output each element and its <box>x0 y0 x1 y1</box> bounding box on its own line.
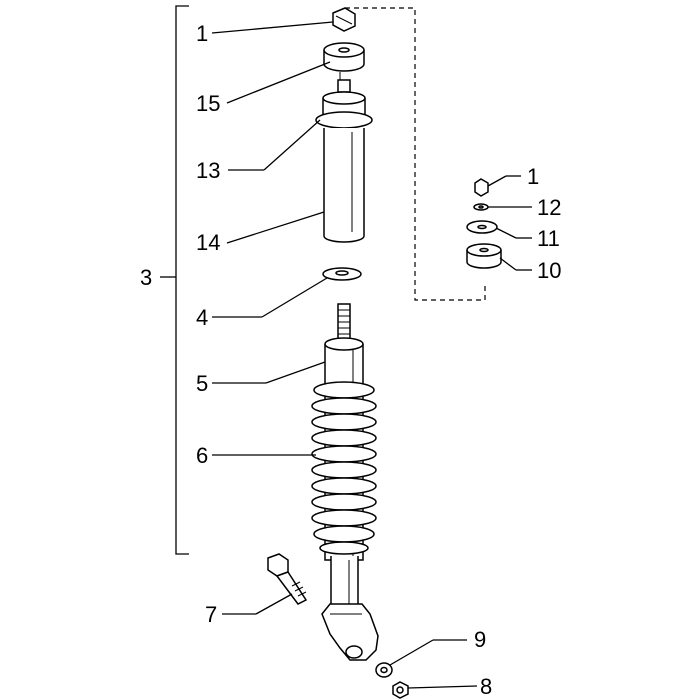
leader-lines <box>211 21 532 689</box>
coil-spring <box>311 381 377 555</box>
label-part-13: 13 <box>196 158 220 183</box>
label-part-5: 5 <box>196 371 208 396</box>
label-part-8: 8 <box>480 674 492 699</box>
rubber-bushing <box>323 42 365 80</box>
label-part-1-right: 1 <box>527 164 539 189</box>
label-part-14: 14 <box>196 230 220 255</box>
label-part-6: 6 <box>196 443 208 468</box>
threaded-rod <box>337 303 351 341</box>
lower-washer <box>375 662 393 678</box>
label-part-10: 10 <box>537 258 561 283</box>
label-part-3: 3 <box>140 265 152 290</box>
assembly-bracket <box>160 5 189 555</box>
right-nut <box>474 178 489 197</box>
right-small-washer <box>473 203 489 211</box>
dashed-connector <box>345 7 486 301</box>
lower-mount <box>321 556 379 661</box>
right-washer <box>466 220 498 234</box>
lower-nut <box>392 681 409 699</box>
top-nut <box>332 7 356 32</box>
label-part-11: 11 <box>537 226 560 251</box>
right-bushing <box>466 243 502 269</box>
label-part-15: 15 <box>196 91 220 116</box>
upper-housing <box>315 79 373 243</box>
label-part-4: 4 <box>196 305 208 330</box>
label-part-1: 1 <box>196 21 208 46</box>
washer <box>322 267 362 281</box>
mounting-bolt <box>267 553 308 605</box>
label-part-12: 12 <box>537 195 561 220</box>
label-part-9: 9 <box>474 627 486 652</box>
label-part-7: 7 <box>205 602 217 627</box>
